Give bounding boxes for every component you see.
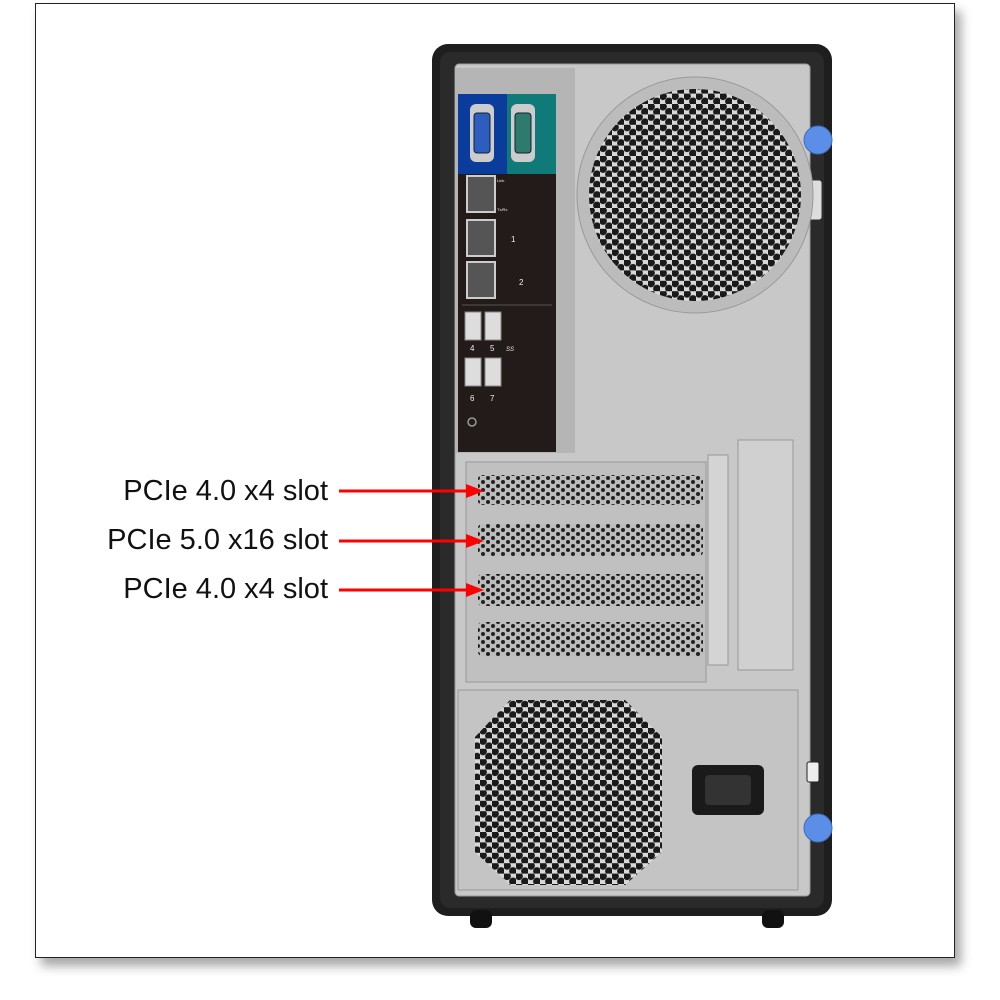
usb-num-7: 7 (490, 394, 495, 403)
callout-arrows (339, 484, 484, 597)
eth-txrx-label: Tx/Rx (497, 207, 507, 212)
ethernet-ports (466, 175, 496, 299)
usb-num-6: 6 (470, 394, 475, 403)
expansion-slots (465, 439, 794, 683)
eth-mark-2: 2 (519, 278, 524, 287)
vga-port (473, 112, 491, 154)
fan-grille (589, 89, 801, 301)
usb-num-5: 5 (490, 344, 495, 353)
label-pcie-slot-1: PCIe 4.0 x4 slot (123, 475, 328, 507)
latch-button-bottom[interactable] (803, 813, 833, 843)
slot-2 (478, 524, 703, 556)
slot-3 (478, 574, 703, 606)
slot-4 (478, 622, 703, 656)
usb-num-4: 4 (470, 344, 475, 353)
security-slot (806, 761, 820, 783)
label-pcie-slot-2: PCIe 5.0 x16 slot (107, 524, 328, 556)
slot-1 (478, 475, 703, 505)
usb-ss-mark: SS (506, 347, 514, 353)
eth-link-label: Link (497, 178, 504, 183)
latch-button-top[interactable] (803, 125, 833, 155)
usb-ports (464, 311, 502, 387)
eth-mark-1: 1 (511, 235, 516, 244)
psu-fan-grille (475, 700, 662, 885)
audio-jack (467, 417, 477, 427)
label-pcie-slot-3: PCIe 4.0 x4 slot (123, 573, 328, 605)
serial-port (514, 112, 532, 154)
